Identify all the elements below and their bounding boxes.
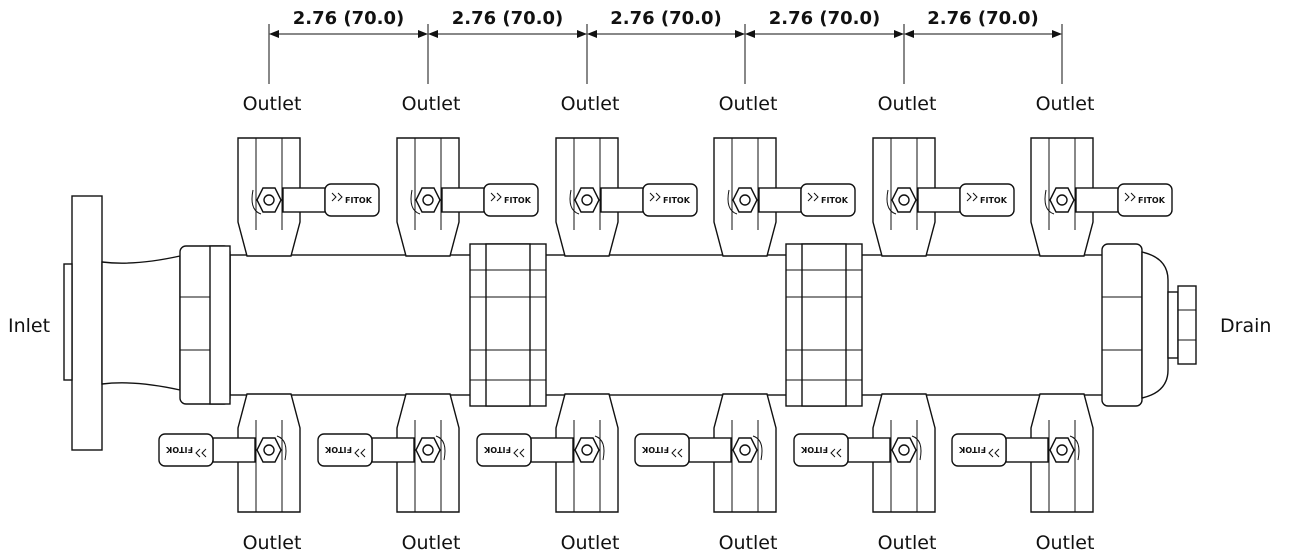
brand-label: FITOK bbox=[1138, 196, 1166, 205]
brand-label: FITOK bbox=[980, 196, 1008, 205]
brand-label: FITOK bbox=[483, 445, 511, 454]
inlet-label: Inlet bbox=[8, 315, 50, 337]
ball-valve: FITOK bbox=[237, 137, 380, 257]
outlet-labels-bottom: Outlet Outlet Outlet Outlet Outlet Outlet bbox=[243, 532, 1095, 554]
outlet-label-bottom: Outlet bbox=[402, 532, 461, 554]
ball-valve: FITOK bbox=[872, 137, 1015, 257]
inlet-flange bbox=[63, 195, 181, 451]
drain-cap bbox=[1101, 243, 1197, 407]
outlet-label-top: Outlet bbox=[719, 93, 778, 115]
outlet-labels-top: Outlet Outlet Outlet Outlet Outlet Outlet bbox=[243, 93, 1095, 115]
outlet-label-bottom: Outlet bbox=[561, 532, 620, 554]
ball-valve: FITOK bbox=[317, 393, 460, 513]
ball-valve: FITOK bbox=[555, 137, 698, 257]
brand-label: FITOK bbox=[641, 445, 669, 454]
outlet-label-bottom: Outlet bbox=[878, 532, 937, 554]
ball-valve: FITOK bbox=[713, 137, 856, 257]
brand-label: FITOK bbox=[800, 445, 828, 454]
brand-label: FITOK bbox=[958, 445, 986, 454]
ball-valve: FITOK bbox=[951, 393, 1094, 513]
outlet-label-top: Outlet bbox=[243, 93, 302, 115]
ball-valve: FITOK bbox=[1030, 137, 1173, 257]
outlet-label-top: Outlet bbox=[561, 93, 620, 115]
header-body bbox=[179, 245, 1111, 405]
valves-top: FITOK FITOK FITOK FITOK FITOK FITOK bbox=[237, 137, 1173, 257]
ball-valve: FITOK bbox=[396, 137, 539, 257]
dimension-label: 2.76 (70.0) bbox=[610, 8, 722, 29]
dimension-label: 2.76 (70.0) bbox=[293, 8, 405, 29]
dimension-label: 2.76 (70.0) bbox=[452, 8, 564, 29]
outlet-label-bottom: Outlet bbox=[719, 532, 778, 554]
brand-label: FITOK bbox=[165, 445, 193, 454]
dimension-label: 2.76 (70.0) bbox=[927, 8, 1039, 29]
outlet-label-top: Outlet bbox=[1036, 93, 1095, 115]
drain-label: Drain bbox=[1220, 315, 1271, 337]
brand-label: FITOK bbox=[504, 196, 532, 205]
brand-label: FITOK bbox=[345, 196, 373, 205]
ball-valve: FITOK bbox=[793, 393, 936, 513]
valves-bottom: FITOK FITOK FITOK FITOK FITOK FITOK bbox=[158, 393, 1094, 513]
ball-valve: FITOK bbox=[476, 393, 619, 513]
outlet-label-bottom: Outlet bbox=[243, 532, 302, 554]
coupling-right bbox=[785, 243, 863, 407]
outlet-label-bottom: Outlet bbox=[1036, 532, 1095, 554]
outlet-label-top: Outlet bbox=[402, 93, 461, 115]
dimension-group: 2.76 (70.0) 2.76 (70.0) 2.76 (70.0) 2.76 (7… bbox=[268, 8, 1063, 84]
dimension-label: 2.76 (70.0) bbox=[769, 8, 881, 29]
ball-valve: FITOK bbox=[634, 393, 777, 513]
coupling-left bbox=[469, 243, 547, 407]
outlet-label-top: Outlet bbox=[878, 93, 937, 115]
brand-label: FITOK bbox=[821, 196, 849, 205]
brand-label: FITOK bbox=[663, 196, 691, 205]
ball-valve: FITOK bbox=[158, 393, 301, 513]
brand-label: FITOK bbox=[324, 445, 352, 454]
